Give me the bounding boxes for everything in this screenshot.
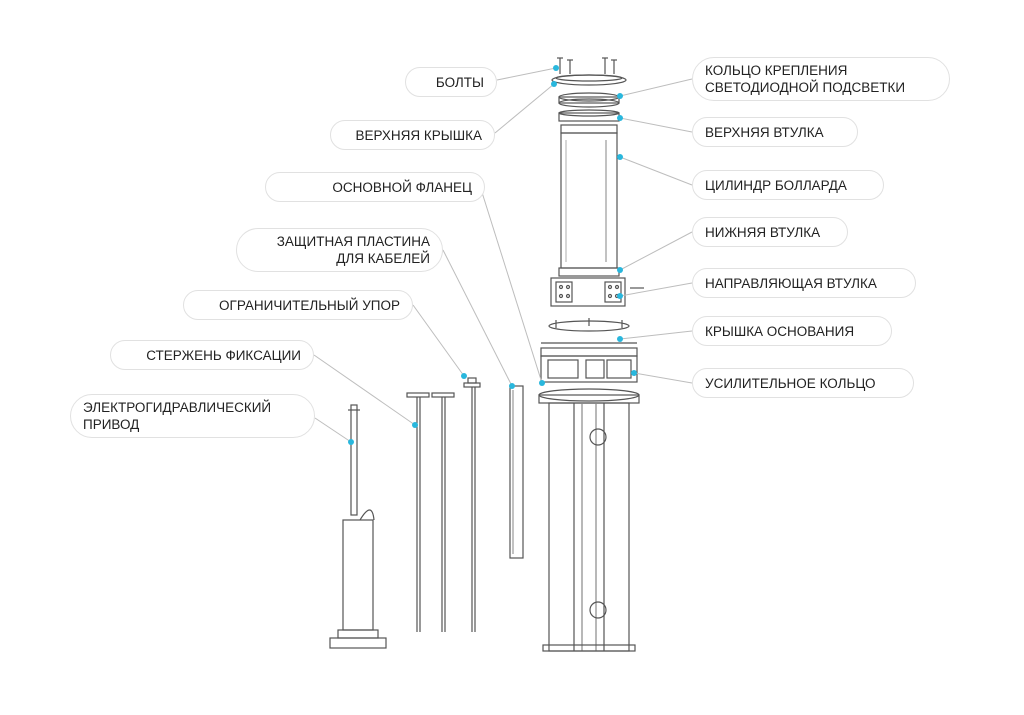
reinforcing-ring-part — [540, 342, 638, 383]
label-drive-line2: ПРИВОД — [83, 417, 140, 432]
label-lower-bushing-text: НИЖНЯЯ ВТУЛКА — [705, 224, 821, 240]
limit-stop-part — [463, 377, 481, 632]
label-guide-bushing-text: НАПРАВЛЯЮЩАЯ ВТУЛКА — [705, 275, 877, 291]
label-led-ring-line1: КОЛЬЦО КРЕПЛЕНИЯ — [705, 63, 848, 78]
label-reinforcing-ring-text: УСИЛИТЕЛЬНОЕ КОЛЬЦО — [705, 375, 876, 391]
label-limit-stop-text: ОГРАНИЧИТЕЛЬНЫЙ УПОР — [219, 297, 400, 313]
accent-dots — [348, 65, 637, 445]
lower-bushing-part — [558, 267, 620, 277]
guide-bushing-part — [550, 277, 644, 307]
cable-plate-part — [509, 385, 524, 559]
label-cable-plate-line2: ДЛЯ КАБЕЛЕЙ — [336, 251, 430, 266]
label-bollard-cylinder: ЦИЛИНДР БОЛЛАРДА — [692, 170, 884, 200]
leader-lines — [313, 67, 693, 443]
main-flange-part — [538, 388, 640, 652]
label-drive-line1: ЭЛЕКТРОГИДРАВЛИЧЕСКИЙ — [83, 400, 272, 415]
label-lock-rod-text: СТЕРЖЕНЬ ФИКСАЦИИ — [146, 347, 301, 363]
bollard-cylinder-part — [560, 124, 618, 269]
label-lock-rod: СТЕРЖЕНЬ ФИКСАЦИИ — [110, 340, 314, 370]
label-cable-plate: ЗАЩИТНАЯ ПЛАСТИНА ДЛЯ КАБЕЛЕЙ — [236, 228, 443, 272]
label-limit-stop: ОГРАНИЧИТЕЛЬНЫЙ УПОР — [183, 290, 413, 320]
label-base-cover-text: КРЫШКА ОСНОВАНИЯ — [705, 323, 855, 339]
label-drive: ЭЛЕКТРОГИДРАВЛИЧЕСКИЙ ПРИВОД — [70, 394, 315, 438]
label-guide-bushing: НАПРАВЛЯЮЩАЯ ВТУЛКА — [692, 268, 916, 298]
label-reinforcing-ring: УСИЛИТЕЛЬНОЕ КОЛЬЦО — [692, 368, 914, 398]
label-bolts-text: БОЛТЫ — [435, 74, 484, 90]
lock-rods-part — [406, 392, 455, 632]
drive-part — [329, 404, 387, 649]
upper-bushing-part — [558, 109, 620, 122]
top-cover-part — [551, 74, 627, 86]
label-cable-plate-line1: ЗАЩИТНАЯ ПЛАСТИНА — [276, 234, 430, 249]
label-upper-bushing-text: ВЕРХНЯЯ ВТУЛКА — [705, 124, 824, 140]
label-bollard-cylinder-text: ЦИЛИНДР БОЛЛАРДА — [705, 177, 847, 193]
base-cover-part — [548, 318, 630, 332]
bolts-part — [557, 57, 617, 74]
label-upper-bushing: ВЕРХНЯЯ ВТУЛКА — [692, 117, 858, 147]
label-top-cover: ВЕРХНЯЯ КРЫШКА — [330, 120, 495, 150]
label-led-ring: КОЛЬЦО КРЕПЛЕНИЯ СВЕТОДИОДНОЙ ПОДСВЕТКИ — [692, 57, 950, 101]
label-lower-bushing: НИЖНЯЯ ВТУЛКА — [692, 217, 848, 247]
label-base-cover: КРЫШКА ОСНОВАНИЯ — [692, 316, 892, 346]
label-led-ring-line2: СВЕТОДИОДНОЙ ПОДСВЕТКИ — [705, 80, 906, 95]
led-ring-part — [558, 92, 620, 108]
label-main-flange: ОСНОВНОЙ ФЛАНЕЦ — [265, 172, 485, 202]
label-bolts: БОЛТЫ — [405, 67, 497, 97]
label-top-cover-text: ВЕРХНЯЯ КРЫШКА — [355, 127, 482, 143]
label-main-flange-text: ОСНОВНОЙ ФЛАНЕЦ — [332, 179, 472, 195]
